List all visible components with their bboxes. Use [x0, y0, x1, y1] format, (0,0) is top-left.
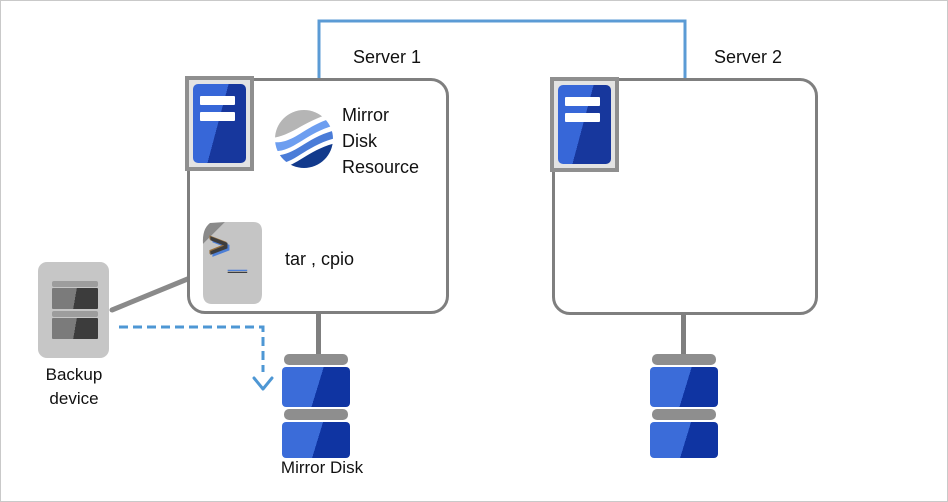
server-tower-icon	[193, 84, 246, 163]
tower-slot	[200, 112, 235, 121]
server1-label: Server 1	[352, 47, 422, 67]
drive-slot	[52, 318, 98, 339]
server2-label: Server 2	[713, 47, 783, 67]
disk-cap	[652, 409, 716, 420]
cursor-glyph: _	[228, 239, 247, 277]
disk-cap	[284, 354, 348, 365]
disk-platter	[282, 367, 350, 407]
server1-icon-frame	[185, 76, 254, 171]
arrowhead-down-icon	[252, 376, 274, 391]
disk-stack-icon	[282, 354, 350, 459]
backup-label-line-1: Backup	[45, 365, 103, 384]
drive-slot-bar	[52, 311, 98, 317]
disk-platter	[650, 367, 718, 407]
globe-waves-icon	[274, 109, 334, 174]
server-interconnect-line	[317, 19, 687, 78]
disk-stack-icon	[650, 354, 718, 459]
tape-drive-icon	[38, 262, 109, 358]
mirror-disk-resource-label: Mirror Disk Resource	[342, 102, 419, 180]
server-tower-icon	[558, 85, 611, 164]
tower-slot	[565, 113, 600, 122]
script-commands-label: tar , cpio	[285, 249, 355, 269]
backup-device-label: Backup device	[19, 363, 129, 411]
backup-label-line-2: device	[49, 389, 99, 408]
disk-cap	[284, 409, 348, 420]
mdr-line-1: Mirror	[342, 105, 389, 125]
prompt-glyph: >	[209, 227, 229, 265]
drive-slot-bar	[52, 281, 98, 287]
disk-platter	[282, 422, 350, 458]
mirror-disk-label: Mirror Disk	[280, 458, 364, 477]
mdr-line-3: Resource	[342, 157, 420, 177]
mdr-line-2: Disk	[342, 131, 377, 151]
tower-slot	[565, 97, 600, 106]
disk-platter	[650, 422, 718, 458]
backup-to-server1-line	[109, 275, 193, 313]
drive-slot	[52, 288, 98, 309]
tower-slot	[200, 96, 235, 105]
shell-script-icon: > _	[202, 221, 263, 305]
disk-cap	[652, 354, 716, 365]
backup-to-disk-dashed-arrow	[119, 325, 265, 372]
server2-icon-frame	[550, 77, 619, 172]
